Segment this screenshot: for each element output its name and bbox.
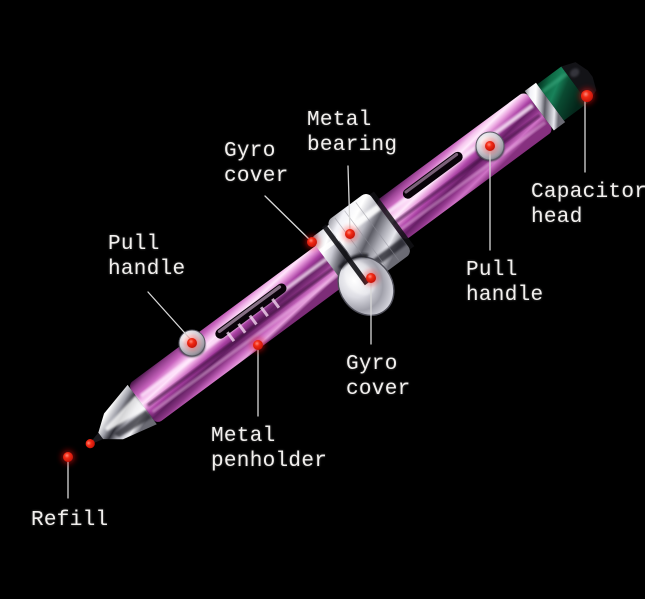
capacitor-chrome-ring — [524, 82, 566, 131]
label-metal-penholder-line-1: Metal — [211, 425, 276, 448]
label-pull-handle-right-line-1: Pull — [466, 259, 518, 282]
label-pull-handle-left-line-1: Pull — [108, 233, 160, 256]
label-refill: Refill — [31, 508, 108, 533]
gyro-cover-disc-rim — [338, 253, 369, 270]
leader-metal-bearing — [347, 165, 351, 233]
leader-pull-handle-left — [147, 291, 193, 342]
lower-barrel-slot — [215, 283, 287, 339]
label-gyro-cover-bottom-line-2: cover — [346, 378, 411, 401]
capacitor-green-band — [537, 66, 589, 121]
gyro-ring-left — [322, 224, 369, 286]
label-metal-penholder-line-2: penholder — [211, 450, 328, 473]
lower-barrel-notches — [226, 298, 281, 342]
marker-dots — [60, 87, 596, 465]
upper-barrel-seam — [392, 113, 541, 225]
metal-bearing-surface — [328, 194, 410, 281]
label-gyro-cover-top-line-2: cover — [224, 165, 289, 188]
label-gyro-cover-top-line-1: Gyro — [224, 140, 276, 163]
marker-gyro-cover-top — [307, 237, 317, 247]
gyro-rings — [322, 191, 415, 286]
label-capacitor-head-line-1: Capacitor — [531, 181, 645, 204]
lower-barrel-highlight-2 — [151, 267, 347, 414]
label-gyro-cover-bottom-line-1: Gyro — [346, 353, 398, 376]
pen-nose-shadow — [113, 409, 153, 438]
pen-assembly — [85, 62, 597, 449]
lower-barrel-seam — [146, 261, 342, 407]
marker-refill — [63, 452, 73, 462]
label-capacitor-head-line-2: head — [531, 206, 583, 229]
refill-tip — [85, 439, 95, 449]
upper-barrel-slot-edge — [404, 153, 459, 194]
pen-nose-highlight — [104, 395, 147, 432]
lower-barrel-slot-edge — [217, 285, 282, 334]
upper-barrel-highlight-2 — [398, 121, 547, 232]
label-pull-handle-left-line-2: handle — [108, 258, 186, 281]
capacitor-green-highlight — [541, 72, 568, 94]
leader-gyro-cover-top — [264, 195, 313, 243]
leader-lines — [67, 99, 586, 499]
pen-upper-barrel — [377, 62, 597, 239]
label-metal-bearing-line-2: bearing — [307, 134, 398, 157]
gyro-hub — [312, 191, 415, 317]
marker-pull-handle-right — [485, 141, 495, 151]
label-metal-bearing-line-1: Metal — [307, 109, 372, 132]
upper-barrel-slot — [402, 151, 463, 199]
label-pull-handle-right-line-2: handle — [466, 284, 544, 307]
capacitor-tip-highlight — [569, 68, 580, 78]
gyro-ring-right — [369, 191, 415, 250]
marker-capacitor-head — [581, 90, 593, 102]
label-refill-line-1: Refill — [31, 509, 109, 532]
pen-lower-barrel — [85, 239, 354, 449]
marker-gyro-cover-bottom — [366, 273, 376, 283]
marker-metal-bearing — [345, 229, 355, 239]
marker-pull-handle-left — [187, 338, 197, 348]
marker-metal-penholder — [253, 340, 263, 350]
